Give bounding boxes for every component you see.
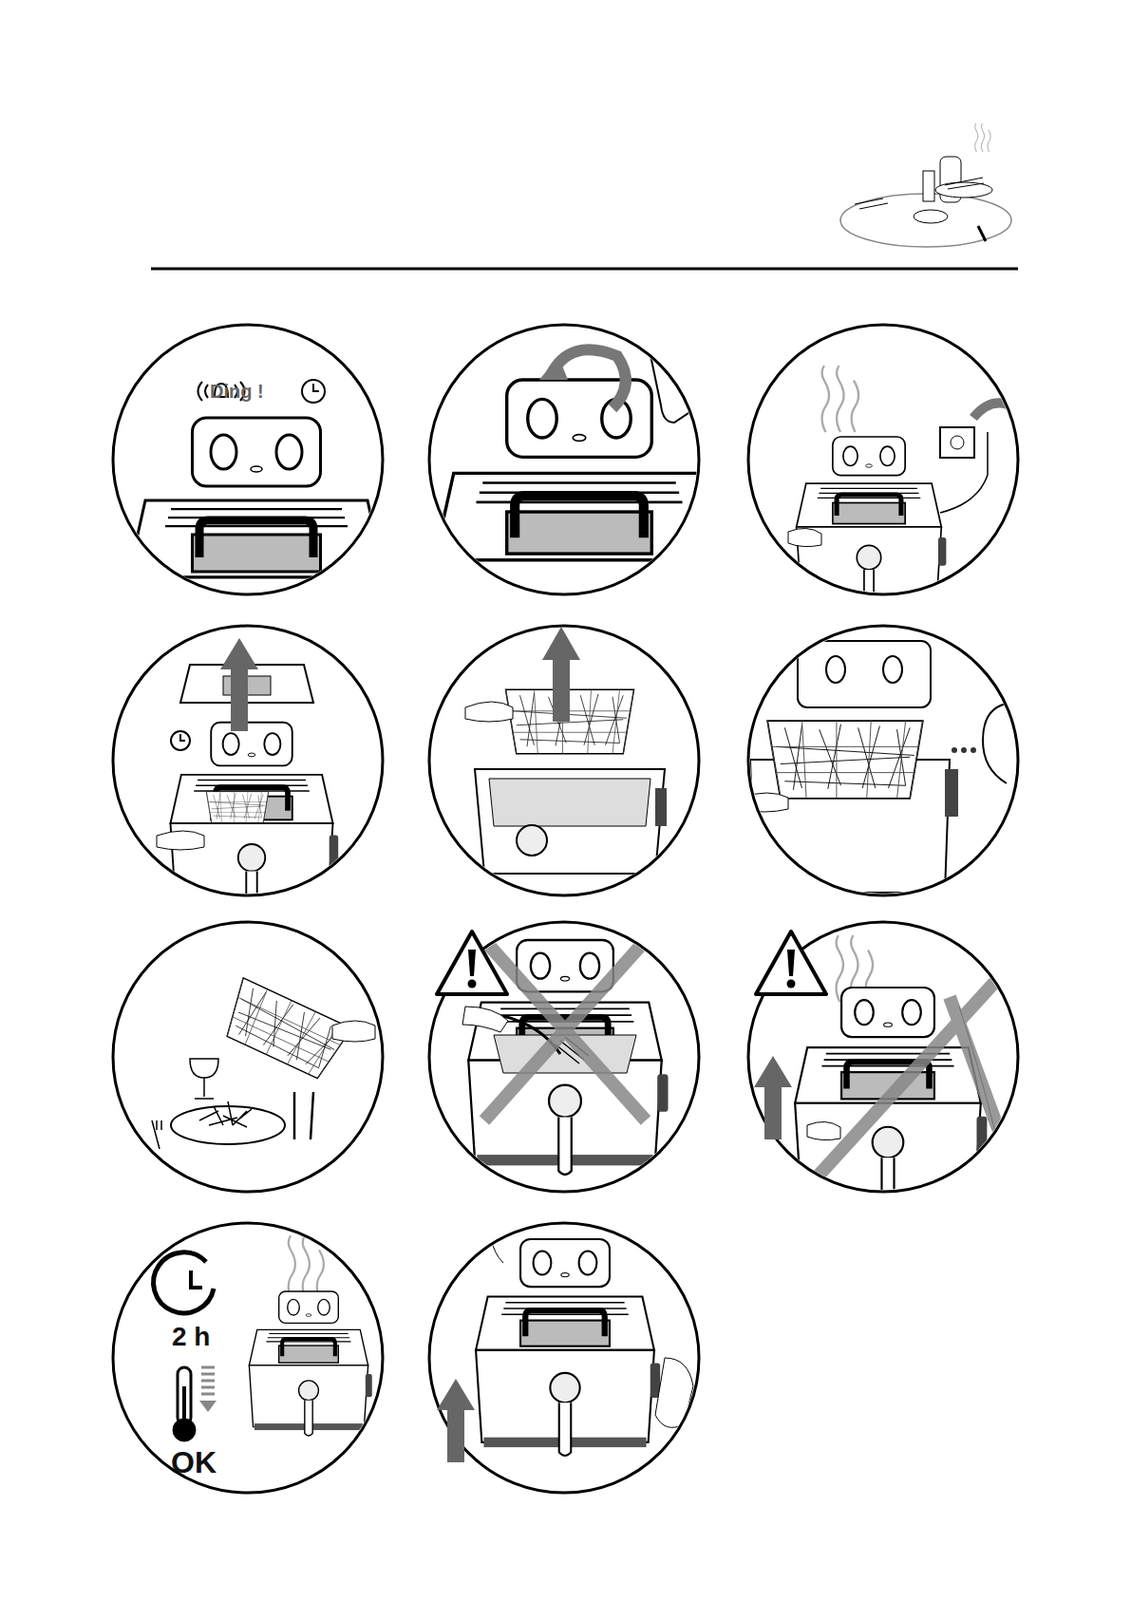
sound-label: Ding ! <box>209 381 264 401</box>
clock-thermo <box>153 1252 217 1442</box>
ok-label: OK <box>170 1447 217 1478</box>
bell-icon <box>198 379 326 403</box>
table-vignette <box>840 123 1012 247</box>
time-label: 2 h <box>171 1323 210 1351</box>
